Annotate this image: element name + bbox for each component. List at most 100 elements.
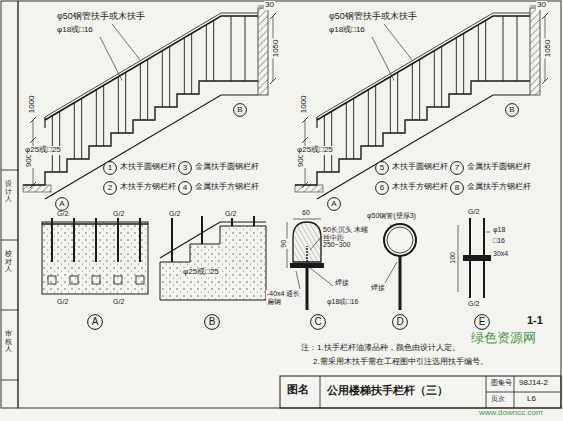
label-text: 2.需采用木扶手需在工程图中引注选用扶手编号。 bbox=[312, 358, 489, 367]
callout-circle: 4 bbox=[178, 181, 192, 195]
callout-number: A bbox=[92, 317, 99, 327]
label-text: G/2 bbox=[112, 210, 125, 218]
baluster bbox=[81, 98, 82, 159]
baluster bbox=[434, 51, 435, 107]
circle-outline bbox=[328, 198, 341, 211]
label-text: φ18或□16 bbox=[56, 26, 94, 35]
baluster bbox=[463, 33, 464, 94]
callout-number: D bbox=[396, 317, 403, 327]
label-text: φ18或□16 bbox=[326, 298, 359, 306]
callout-circle: 6 bbox=[375, 181, 389, 195]
label-text: φ50钢管扶手或木扶手 bbox=[328, 12, 418, 22]
leader-line bbox=[112, 24, 140, 60]
callout-circle: B bbox=[233, 103, 247, 117]
label-text: G/2 bbox=[56, 298, 69, 306]
label-text: 30 bbox=[536, 1, 547, 10]
baluster bbox=[147, 59, 148, 120]
anchor-plate bbox=[48, 276, 56, 284]
baluster bbox=[375, 85, 376, 146]
callout-circle: E bbox=[474, 314, 490, 330]
circle-outline bbox=[376, 182, 389, 195]
leader-line bbox=[310, 236, 322, 250]
baluster bbox=[52, 116, 53, 172]
label-text: 设计人 bbox=[4, 180, 13, 203]
strip-divider bbox=[1, 170, 18, 171]
baluster bbox=[397, 72, 398, 133]
leader-line bbox=[486, 232, 490, 233]
baluster bbox=[419, 59, 420, 120]
baluster bbox=[399, 256, 402, 310]
callout-circle: A bbox=[327, 197, 341, 211]
label-text: 金属扶手方钢栏杆 bbox=[466, 183, 532, 192]
callout-circle: 5 bbox=[375, 161, 389, 175]
baluster bbox=[103, 85, 104, 146]
baluster bbox=[456, 38, 457, 94]
flat-bar bbox=[290, 263, 324, 268]
baluster bbox=[478, 25, 479, 81]
label-text: □16 bbox=[492, 237, 506, 245]
label-text: φ25或□25 bbox=[182, 268, 220, 277]
label-text: 图名 bbox=[286, 383, 310, 395]
label-text: 100 bbox=[449, 251, 457, 265]
circle-outline bbox=[104, 162, 117, 175]
ground-hatch bbox=[23, 185, 51, 192]
leader-line bbox=[488, 256, 490, 258]
label-text: L6 bbox=[526, 395, 537, 404]
baluster bbox=[125, 72, 126, 133]
circle-outline bbox=[234, 104, 247, 117]
label-text: 木扶手方钢栏杆 bbox=[391, 183, 449, 192]
label-text: φ25或□25 bbox=[296, 146, 334, 155]
dimension-tick bbox=[542, 78, 548, 84]
wood-screw bbox=[306, 246, 308, 262]
label-text: 木扶手圆钢栏杆 bbox=[119, 163, 177, 172]
callout-circle: C bbox=[310, 314, 326, 330]
label-text: φ25或□25 bbox=[24, 146, 62, 155]
circle-outline bbox=[311, 315, 326, 330]
label-text: G/2 bbox=[56, 210, 69, 218]
baluster bbox=[162, 51, 163, 107]
label-text: 90 bbox=[280, 239, 288, 249]
baluster bbox=[206, 25, 207, 81]
dimension-tick bbox=[30, 137, 36, 143]
label-text: 木扶手方钢栏杆 bbox=[119, 183, 177, 192]
baluster bbox=[213, 20, 214, 81]
steel-tube bbox=[384, 224, 416, 256]
handrail bbox=[317, 16, 530, 120]
callout-circle: 8 bbox=[450, 181, 464, 195]
label-text: 30x4 bbox=[492, 250, 509, 258]
title-divider bbox=[486, 392, 561, 393]
label-text: φ18或□16 bbox=[328, 26, 366, 35]
baluster bbox=[169, 46, 170, 107]
leader-line bbox=[100, 37, 122, 81]
label-text: 金属扶手圆钢栏杆 bbox=[194, 163, 260, 172]
circle-outline bbox=[451, 182, 464, 195]
baluster bbox=[59, 111, 60, 172]
label-text: G/2 bbox=[224, 210, 237, 218]
label-text: 金属扶手圆钢栏杆 bbox=[466, 163, 532, 172]
baluster bbox=[231, 16, 232, 81]
circle-outline bbox=[179, 182, 192, 195]
handrail bbox=[45, 13, 258, 117]
dimension-tick bbox=[302, 182, 308, 188]
wood-handrail bbox=[293, 222, 321, 262]
ground-hatch bbox=[295, 185, 323, 192]
dimension-line bbox=[458, 225, 459, 292]
callout-circle: A bbox=[55, 197, 69, 211]
plate bbox=[463, 255, 491, 261]
label-text: φ18 bbox=[492, 226, 506, 234]
flat-bar bbox=[160, 222, 266, 258]
callout-circle: 7 bbox=[450, 161, 464, 175]
baluster bbox=[184, 38, 185, 94]
baluster bbox=[517, 16, 518, 81]
dimension-line bbox=[293, 219, 321, 220]
callout-circle: A bbox=[87, 314, 103, 330]
baluster bbox=[140, 64, 141, 120]
callout-number: 8 bbox=[455, 184, 459, 192]
label-text: 50长沉头 木螺丝中距 250~300 bbox=[322, 226, 372, 249]
callout-number: A bbox=[331, 200, 336, 208]
leader-line bbox=[390, 225, 394, 226]
label-text: 图集号 bbox=[490, 379, 513, 387]
baluster bbox=[324, 116, 325, 172]
wall-hatch bbox=[258, 8, 268, 95]
baluster bbox=[118, 77, 119, 133]
